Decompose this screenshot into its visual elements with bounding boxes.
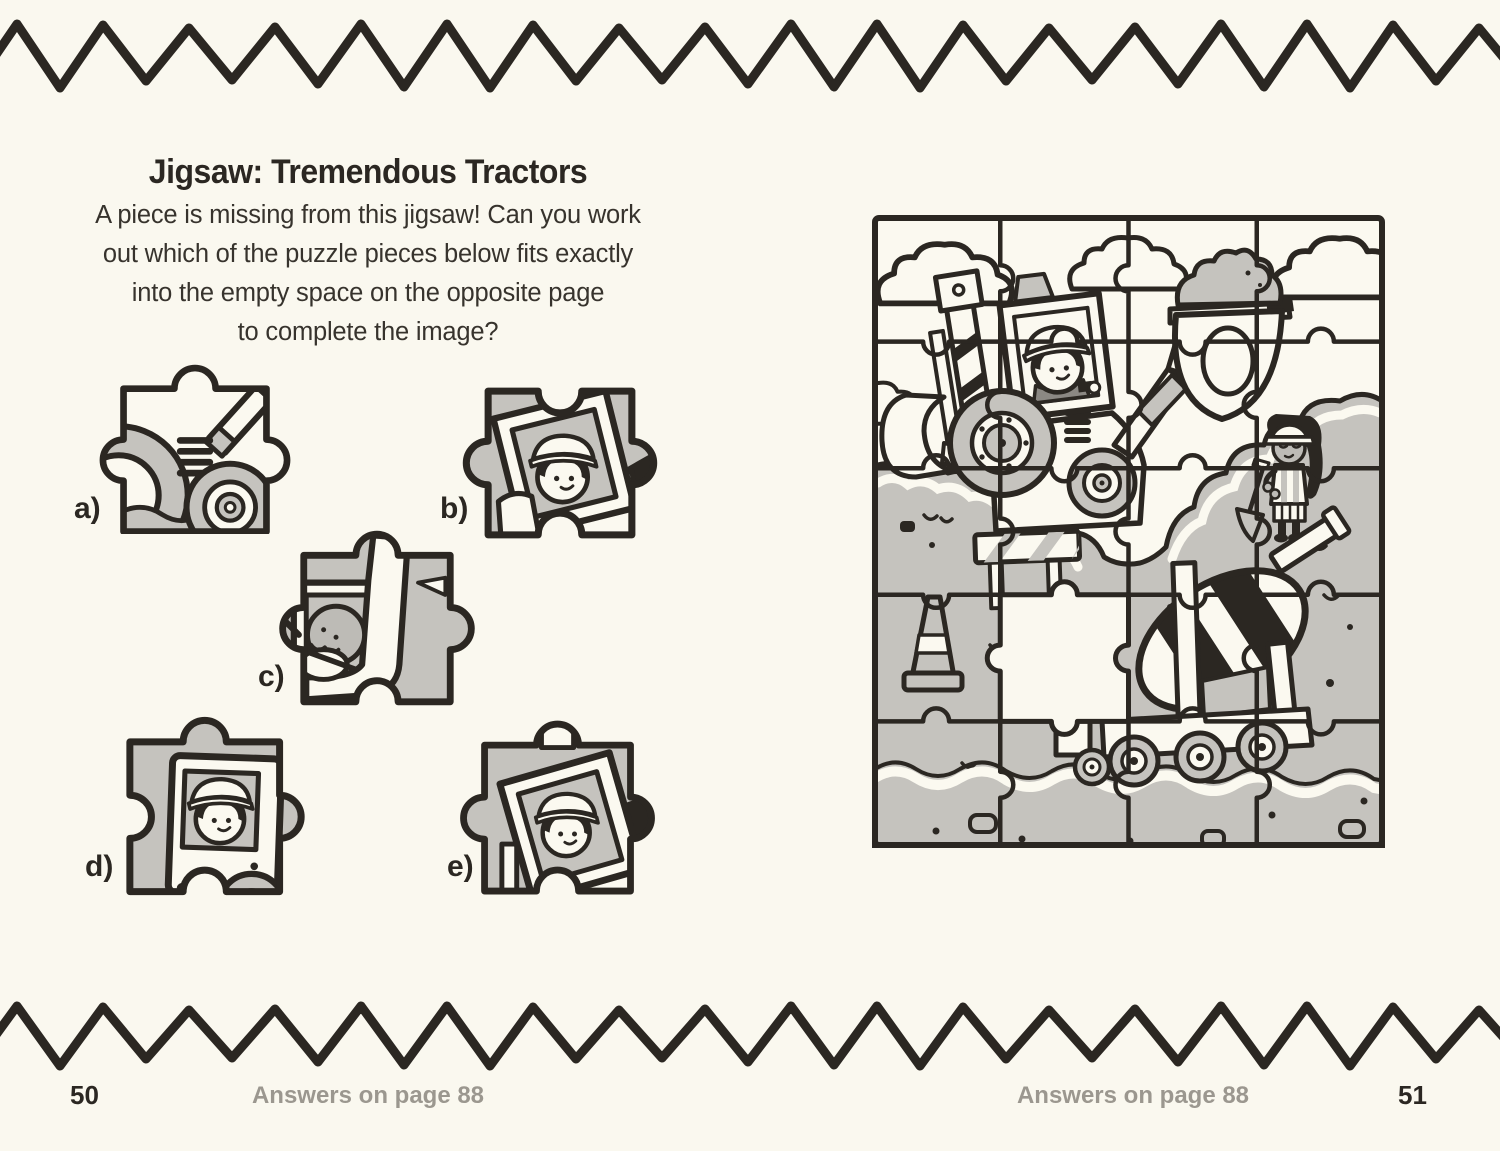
answers-note-left: Answers on page 88 [251, 1082, 485, 1109]
piece-label-c: c) [258, 660, 285, 693]
page-title: Jigsaw: Tremendous Tractors [148, 152, 588, 191]
missing-piece-space [984, 579, 1131, 737]
puzzle-piece-option-a [96, 362, 294, 534]
piece-d-illustration [126, 716, 305, 896]
piece-e-illustration [460, 720, 655, 895]
puzzle-piece-option-d [104, 714, 308, 898]
piece-label-a: a) [74, 492, 101, 525]
instruction-line: A piece is missing from this jigsaw! Can… [95, 201, 641, 229]
jigsaw-grid-lines [872, 215, 1385, 848]
piece-b-illustration [462, 387, 658, 539]
piece-b-art [490, 391, 654, 535]
piece-e-art [496, 724, 652, 892]
piece-c-illustration [279, 530, 475, 706]
instructions: A piece is missing from this jigsaw! Can… [48, 196, 688, 352]
traffic-cone [901, 594, 965, 693]
answers-note-right: Answers on page 88 [1016, 1082, 1250, 1109]
puzzle-frame [872, 215, 1385, 848]
puzzle-piece-option-b [458, 386, 662, 540]
piece-a-illustration [99, 364, 291, 534]
cement-mixer-truck [1053, 505, 1352, 788]
instruction-line: to complete the image? [237, 318, 499, 346]
top-zigzag-border [0, 19, 1500, 93]
right-page-number: 51 [1398, 1080, 1427, 1110]
instruction-line: out which of the puzzle pieces below fit… [102, 240, 634, 268]
piece-label-b: b) [440, 492, 469, 525]
bottom-zigzag-border [0, 1001, 1500, 1071]
puzzle-piece-option-c [276, 528, 478, 708]
instruction-line: into the empty space on the opposite pag… [131, 279, 605, 307]
piece-label-e: e) [447, 850, 474, 883]
left-page-number: 50 [70, 1080, 99, 1110]
jigsaw-puzzle-scene [872, 215, 1385, 848]
piece-label-d: d) [85, 850, 114, 883]
puzzle-piece-option-e [452, 708, 668, 896]
